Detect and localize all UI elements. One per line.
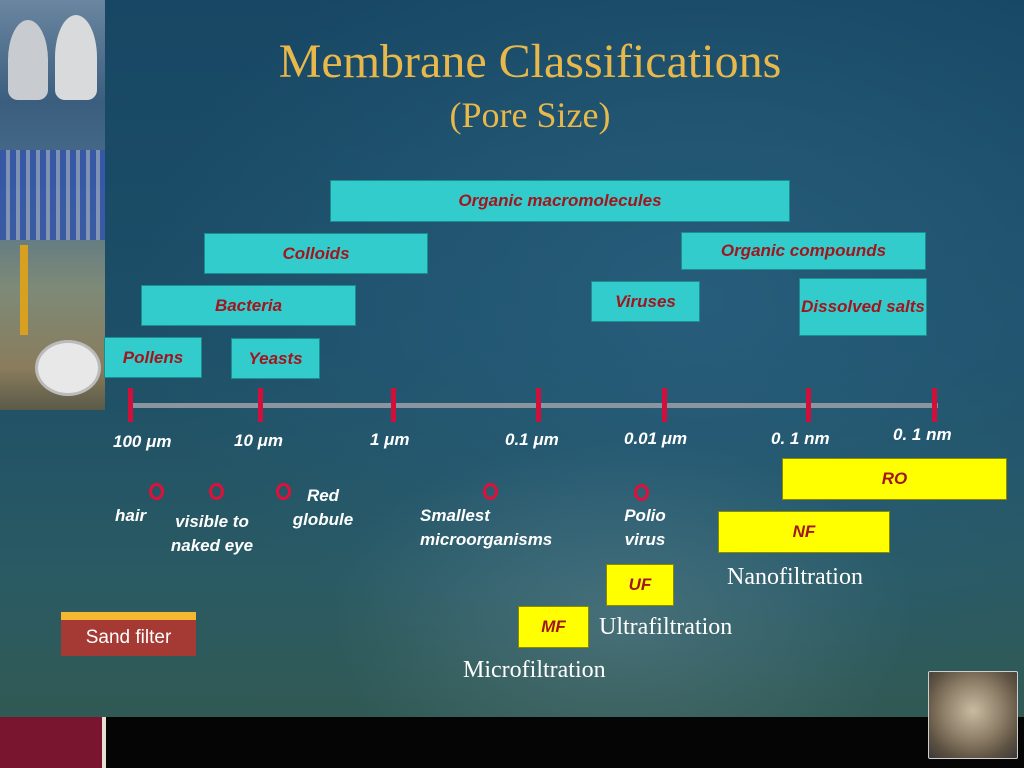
scale-label-100um: 100 μm [113, 432, 172, 451]
visible-marker [209, 483, 224, 500]
hair-label: hair [115, 506, 147, 525]
sand-filter-label: Sand filter [61, 620, 196, 656]
sand-filter-accent [61, 612, 196, 620]
footer-accent [0, 717, 102, 768]
red-globule-label: Red globule [292, 486, 354, 529]
microfiltration-label: Microfiltration [463, 657, 606, 683]
axis-tick [536, 388, 541, 422]
sand-filter-box: Sand filter [61, 612, 196, 656]
ultrafiltration-label: Ultrafiltration [599, 614, 733, 640]
industrial-photo-strip [0, 0, 105, 410]
pollens-box: Pollens [104, 337, 202, 378]
mf-box: MF [518, 606, 589, 648]
scale-label-1um: 1 μm [370, 430, 410, 449]
worker-figure [55, 15, 97, 100]
axis-tick [662, 388, 667, 422]
scale-label-10um: 10 μm [234, 431, 283, 450]
viruses-box: Viruses [591, 281, 700, 322]
axis-tick [932, 388, 937, 422]
corner-pipe-photo [928, 671, 1018, 759]
bacteria-box: Bacteria [141, 285, 356, 326]
axis-tick [128, 388, 133, 422]
axis-tick [806, 388, 811, 422]
footer-bar [0, 717, 1024, 768]
polio-marker [634, 484, 649, 501]
axis-tick [258, 388, 263, 422]
worker-figure [8, 20, 48, 100]
pipe [35, 340, 101, 396]
red-globule-marker [276, 483, 291, 500]
ro-box: RO [782, 458, 1007, 500]
slide-subtitle: (Pore Size) [449, 95, 611, 135]
uf-box: UF [606, 564, 674, 606]
crane [20, 245, 28, 335]
scale-label-0-1nm: 0. 1 nm [771, 429, 830, 448]
colloids-box: Colloids [204, 233, 428, 274]
scale-label-0-1um: 0.1 μm [505, 430, 559, 449]
organic-macromolecules-box: Organic macromolecules [330, 180, 790, 222]
slide-title: Membrane Classifications [278, 35, 782, 88]
nanofiltration-label: Nanofiltration [727, 564, 863, 590]
scale-label-0-1nm-end: 0. 1 nm [893, 425, 952, 444]
scale-label-0-01um: 0.01 μm [624, 429, 688, 448]
polio-label: Polio virus [624, 506, 666, 549]
nf-box: NF [718, 511, 890, 553]
filter-tanks [0, 150, 105, 240]
axis-tick [391, 388, 396, 422]
footer-divider [102, 717, 106, 768]
yeasts-box: Yeasts [231, 338, 320, 379]
visible-label: visible to naked eye [170, 512, 254, 555]
pore-size-axis [130, 403, 938, 408]
dissolved-salts-box: Dissolved salts [799, 278, 927, 336]
smallest-label: Smallest microorganisms [420, 506, 553, 549]
hair-marker [149, 483, 164, 500]
smallest-marker [483, 483, 498, 500]
organic-compounds-box: Organic compounds [681, 232, 926, 270]
